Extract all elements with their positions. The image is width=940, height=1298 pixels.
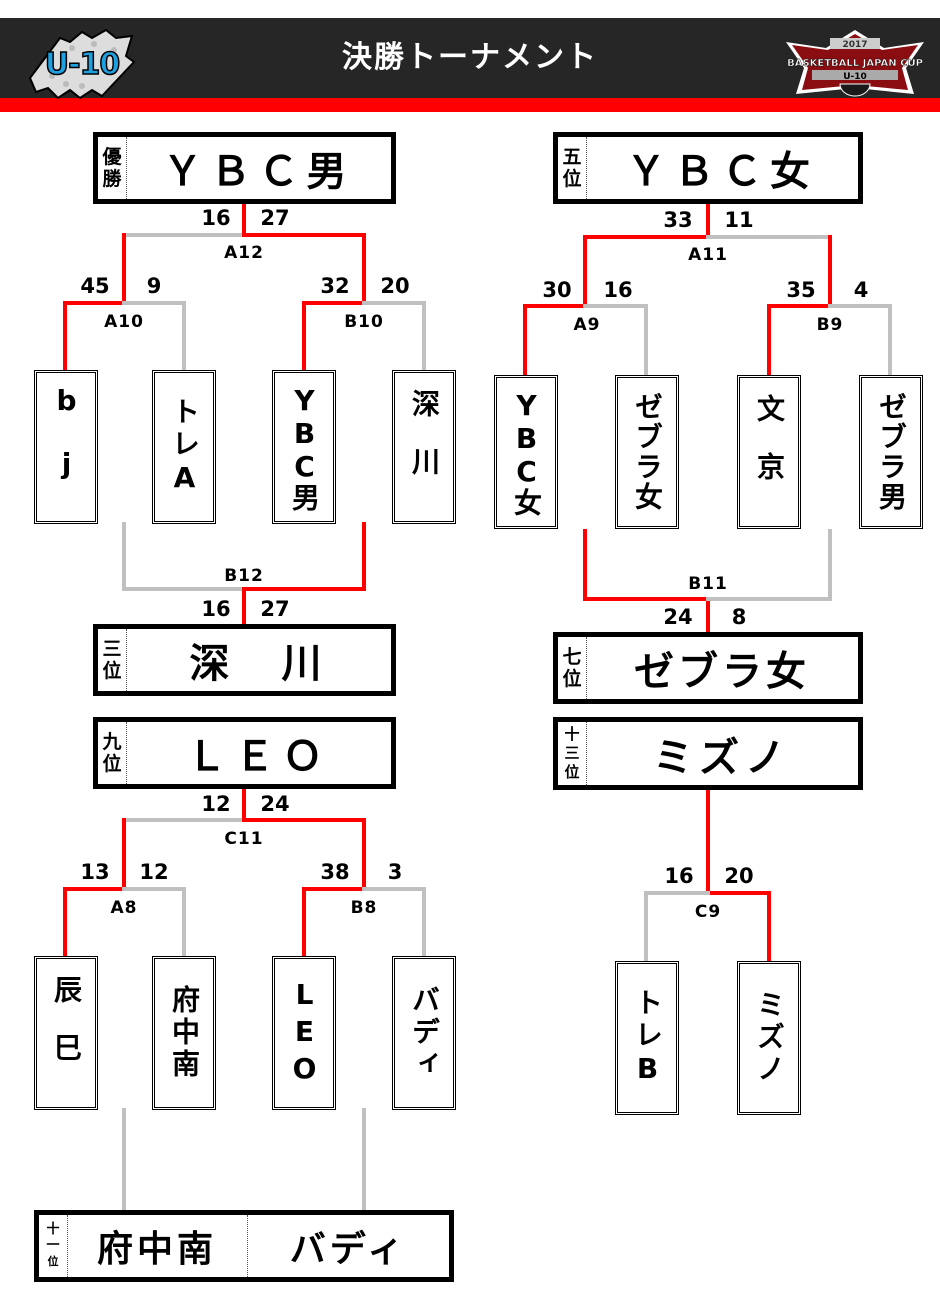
- svg-text:BASKETBALL JAPAN CUP: BASKETBALL JAPAN CUP: [787, 58, 923, 69]
- score-c9-left: 16: [664, 864, 694, 888]
- rank-label-thirteenth: 十 三 位: [558, 722, 587, 785]
- line-b12-loser: [122, 522, 246, 591]
- score-b11-right: 8: [731, 605, 747, 629]
- score-b12-left: 16: [201, 597, 231, 621]
- match-a10: A10: [104, 312, 144, 332]
- header-stripe: [0, 98, 940, 112]
- u10-logo-text: U-10: [45, 47, 120, 82]
- thirteenth-place-team: ミズノ: [653, 734, 791, 781]
- team-box-zebra-girls: ゼブラ女: [615, 375, 679, 529]
- rank-label-fifth: 五 位: [558, 137, 587, 199]
- match-a11: A11: [688, 245, 728, 265]
- team-box-leo: LEO: [272, 956, 336, 1110]
- eleventh-place-box: 十 一 位 府中南 バディ: [34, 1210, 454, 1282]
- score-b10-left: 32: [320, 274, 350, 298]
- eleventh-place-team-1: 府中南: [67, 1215, 248, 1277]
- rank-label-ninth: 九 位: [98, 722, 127, 784]
- score-b9-left: 35: [786, 278, 816, 302]
- team-box-bj: bj: [34, 370, 98, 524]
- line-b12-winner: [242, 522, 366, 628]
- line-a12-winner: [242, 200, 366, 237]
- champion-box: 優 勝 ＹＢＣ男: [93, 132, 396, 204]
- score-a8-right: 12: [139, 860, 169, 884]
- match-b11: B11: [688, 574, 728, 594]
- team-box-ybc-girls: YBC女: [494, 375, 558, 529]
- team-box-fuchu-minami: 府中南: [152, 956, 216, 1110]
- rank-label-champion: 優 勝: [98, 137, 127, 199]
- team-box-tore-b: トレB: [615, 961, 679, 1115]
- score-b8-left: 38: [320, 860, 350, 884]
- eleventh-place-team-2: バディ: [289, 1229, 408, 1270]
- score-b8-right: 3: [387, 860, 403, 884]
- svg-text:U-10: U-10: [843, 72, 867, 82]
- score-a9-right: 16: [603, 278, 633, 302]
- seventh-place-box: 七 位 ゼブラ女: [553, 632, 863, 704]
- score-a10-right: 9: [146, 274, 162, 298]
- third-place-box: 三 位 深 川: [93, 624, 396, 696]
- fifth-place-team: ＹＢＣ女: [626, 149, 818, 195]
- score-c11-left: 12: [201, 792, 231, 816]
- score-a12-left: 16: [201, 206, 231, 230]
- score-b10-right: 20: [380, 274, 410, 298]
- seventh-place-team: ゼブラ女: [634, 649, 810, 695]
- thirteenth-place-box: 十 三 位 ミズノ: [553, 717, 863, 790]
- basketball-japan-cup-logo: 2017 BASKETBALL JAPAN CUP U-10: [786, 30, 924, 97]
- team-box-mizuno: ミズノ: [737, 961, 801, 1115]
- score-a11-right: 11: [724, 208, 754, 232]
- team-box-zebra-boys: ゼブラ男: [859, 375, 923, 529]
- match-b8: B8: [350, 898, 378, 918]
- score-b12-right: 27: [260, 597, 290, 621]
- header-bar: [0, 18, 940, 98]
- ninth-place-box: 九 位 ＬＥＯ: [93, 717, 396, 789]
- match-a12: A12: [224, 243, 264, 263]
- rank-label-eleventh: 十 一 位: [39, 1215, 68, 1277]
- score-b9-right: 4: [853, 278, 869, 302]
- match-b10: B10: [344, 312, 384, 332]
- match-a8: A8: [110, 898, 138, 918]
- team-box-ybc-boys: YBC男: [272, 370, 336, 524]
- fifth-place-box: 五 位 ＹＢＣ女: [553, 132, 863, 204]
- team-box-bunkyo: 文京: [737, 375, 801, 529]
- page-title: 決勝トーナメント: [342, 40, 598, 75]
- match-c9: C9: [694, 902, 722, 922]
- score-a12-right: 27: [260, 206, 290, 230]
- score-a11-left: 33: [663, 208, 693, 232]
- score-c9-right: 20: [724, 864, 754, 888]
- rank-label-seventh: 七 位: [558, 637, 587, 699]
- team-box-tore-a: トレA: [152, 370, 216, 524]
- match-b12: B12: [224, 566, 264, 586]
- match-b9: B9: [816, 315, 844, 335]
- u10-logo: U-10: [28, 28, 136, 100]
- third-place-team: 深 川: [189, 641, 328, 687]
- rank-label-third: 三 位: [98, 629, 127, 691]
- score-a10-left: 45: [80, 274, 110, 298]
- team-box-buddy: バディ: [392, 956, 456, 1110]
- match-a9: A9: [573, 315, 601, 335]
- team-box-fukagawa: 深川: [392, 370, 456, 524]
- svg-text:2017: 2017: [842, 40, 867, 50]
- score-a8-left: 13: [80, 860, 110, 884]
- score-b11-left: 24: [663, 605, 693, 629]
- team-box-tatsumi: 辰巳: [34, 956, 98, 1110]
- match-c11: C11: [224, 829, 264, 849]
- ninth-place-team: ＬＥＯ: [186, 734, 331, 780]
- champion-team: ＹＢＣ男: [162, 149, 355, 195]
- score-c11-right: 24: [260, 792, 290, 816]
- score-a9-left: 30: [542, 278, 572, 302]
